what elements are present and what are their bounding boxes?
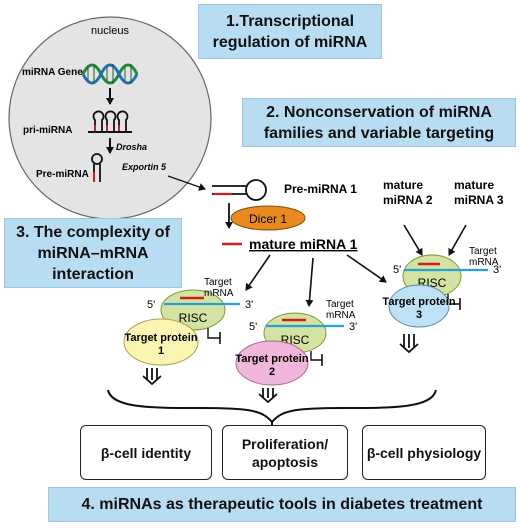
- svg-text:RISC: RISC: [179, 311, 208, 325]
- box-transcriptional-regulation: 1.Transcriptional regulation of miRNA: [198, 4, 382, 59]
- down-arrow-2: [258, 388, 278, 404]
- down-arrow-1: [142, 368, 162, 386]
- down-arrow-3: [399, 334, 419, 354]
- box-therapeutic-tools: 4. miRNAs as therapeutic tools in diabet…: [48, 487, 516, 522]
- dna-icon: [81, 63, 139, 85]
- dicer-enzyme: Dicer 1: [230, 205, 306, 231]
- mature-mirna-1-label: mature miRNA 1: [249, 236, 358, 252]
- pri-mirna-icon: [88, 110, 132, 133]
- svg-text:3': 3': [349, 321, 357, 333]
- dicer-label: Dicer 1: [249, 212, 287, 226]
- exportin-label: Exportin 5: [122, 162, 167, 172]
- pre-mirna-1-label: Pre-miRNA 1: [284, 182, 357, 196]
- pre-mirna-icon: [91, 153, 103, 182]
- nucleus: nucleus miRNA Gene pri-miRNA Drosh: [8, 16, 212, 220]
- nucleus-label: nucleus: [91, 25, 129, 37]
- pri-mirna-label: pri-miRNA: [23, 125, 72, 136]
- drosha-label: Drosha: [116, 142, 147, 152]
- pre-mirna-1-icon: [212, 179, 267, 201]
- svg-text:3': 3': [245, 299, 253, 311]
- mirna-gene-label: miRNA Gene: [22, 67, 83, 78]
- outcome-beta-cell-physiology: β-cell physiology: [362, 425, 486, 480]
- svg-text:5': 5': [393, 264, 401, 276]
- svg-text:5': 5': [147, 299, 155, 311]
- outcome-proliferation-apoptosis: Proliferation/ apoptosis: [222, 425, 348, 480]
- pre-mirna-label: Pre-miRNA: [36, 169, 89, 180]
- outcome-beta-cell-identity: β-cell identity: [80, 425, 212, 480]
- svg-text:5': 5': [249, 321, 257, 333]
- box-nonconservation: 2. Nonconservation of miRNA families and…: [242, 98, 516, 147]
- box-complexity-interaction: 3. The complexity of miRNA–mRNA interact…: [4, 218, 182, 288]
- svg-text:3': 3': [493, 264, 501, 276]
- curly-brace: [107, 389, 437, 424]
